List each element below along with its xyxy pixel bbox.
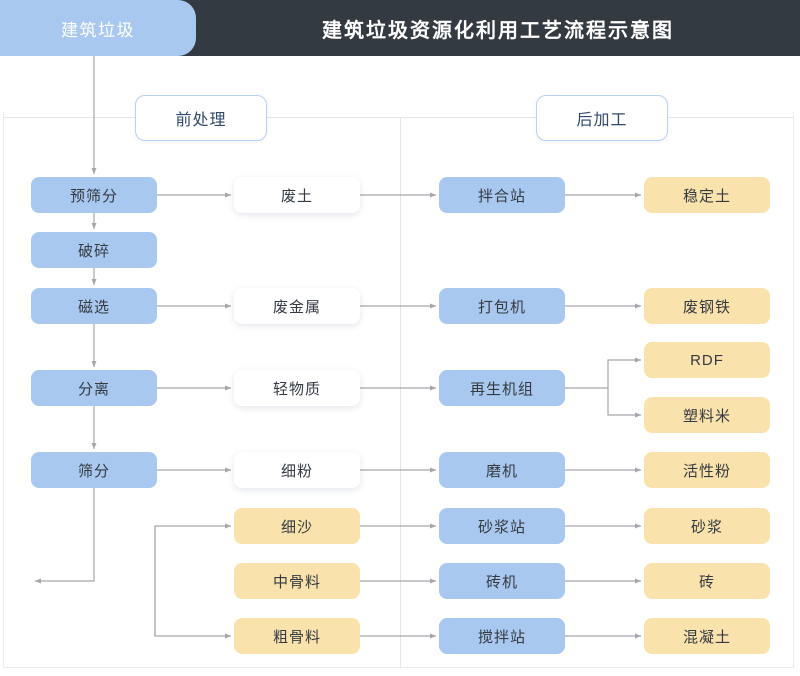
flow-node-label: 砂浆 (690, 518, 723, 536)
flow-node[interactable]: 磨机 (439, 452, 565, 488)
flow-node[interactable]: RDF (644, 342, 770, 378)
flow-node[interactable]: 筛分 (31, 452, 157, 488)
flow-node-label: 砂浆站 (477, 518, 526, 536)
flow-node[interactable]: 砖 (644, 563, 770, 599)
flow-node[interactable]: 稳定土 (644, 177, 770, 213)
flow-node-label: 磨机 (485, 462, 518, 480)
flow-node[interactable]: 轻物质 (234, 370, 360, 406)
flow-node-label: 分离 (77, 380, 110, 398)
flow-node[interactable]: 破碎 (31, 232, 157, 268)
flow-node-label: 砖 (698, 573, 715, 591)
flow-node[interactable]: 混凝土 (644, 618, 770, 654)
flow-node[interactable]: 打包机 (439, 288, 565, 324)
flow-node-label: 砖机 (485, 573, 518, 591)
header-tab-construction-waste[interactable]: 建筑垃圾 (0, 0, 196, 56)
section-chip-postprocessing[interactable]: 后加工 (536, 95, 668, 141)
flow-node-label: 废土 (280, 187, 313, 205)
flow-node-label: 粗骨料 (272, 628, 321, 646)
page-title: 建筑垃圾资源化利用工艺流程示意图 (196, 0, 800, 56)
section-chip-label: 前处理 (175, 112, 227, 129)
flow-node-label: 细沙 (280, 518, 313, 536)
flow-node[interactable]: 塑料米 (644, 397, 770, 433)
flow-node-label: 活性粉 (682, 462, 731, 480)
flow-node-label: 细粉 (280, 462, 313, 480)
flow-node-label: 稳定土 (682, 187, 731, 205)
flow-node-label: 废钢铁 (682, 298, 731, 316)
flow-node[interactable]: 磁选 (31, 288, 157, 324)
flow-node-label: RDF (690, 351, 724, 369)
flow-node-label: 磁选 (77, 298, 110, 316)
flow-node[interactable]: 预筛分 (31, 177, 157, 213)
flow-node[interactable]: 砂浆站 (439, 508, 565, 544)
flow-node-label: 搅拌站 (477, 628, 526, 646)
flow-node[interactable]: 中骨料 (234, 563, 360, 599)
flow-node-label: 废金属 (272, 298, 321, 316)
flow-node[interactable]: 粗骨料 (234, 618, 360, 654)
flow-node-label: 打包机 (477, 298, 526, 316)
flow-node[interactable]: 废土 (234, 177, 360, 213)
flow-node[interactable]: 废钢铁 (644, 288, 770, 324)
section-divider-vertical (400, 117, 401, 668)
flow-node-label: 拌合站 (477, 187, 526, 205)
page-title-text: 建筑垃圾资源化利用工艺流程示意图 (322, 19, 674, 42)
flow-node-label: 再生机组 (469, 380, 534, 398)
flow-node-label: 混凝土 (682, 628, 731, 646)
flow-node[interactable]: 细粉 (234, 452, 360, 488)
flow-node[interactable]: 拌合站 (439, 177, 565, 213)
flow-node[interactable]: 废金属 (234, 288, 360, 324)
section-chip-pretreatment[interactable]: 前处理 (135, 95, 267, 141)
flow-node[interactable]: 搅拌站 (439, 618, 565, 654)
flow-node-label: 中骨料 (272, 573, 321, 591)
section-chip-label: 后加工 (576, 112, 628, 129)
flow-node[interactable]: 分离 (31, 370, 157, 406)
flow-node-label: 塑料米 (682, 407, 731, 425)
flow-node[interactable]: 活性粉 (644, 452, 770, 488)
flow-node[interactable]: 砂浆 (644, 508, 770, 544)
flow-node-label: 筛分 (77, 462, 110, 480)
flow-node-label: 轻物质 (272, 380, 321, 398)
header-tab-label: 建筑垃圾 (61, 20, 135, 40)
flow-node-label: 破碎 (77, 242, 110, 260)
section-divider-horizontal (3, 117, 794, 118)
flow-node-label: 预筛分 (69, 187, 118, 205)
flow-node[interactable]: 砖机 (439, 563, 565, 599)
header-bar: 建筑垃圾 建筑垃圾资源化利用工艺流程示意图 (0, 0, 800, 56)
flow-node[interactable]: 细沙 (234, 508, 360, 544)
flow-node[interactable]: 再生机组 (439, 370, 565, 406)
